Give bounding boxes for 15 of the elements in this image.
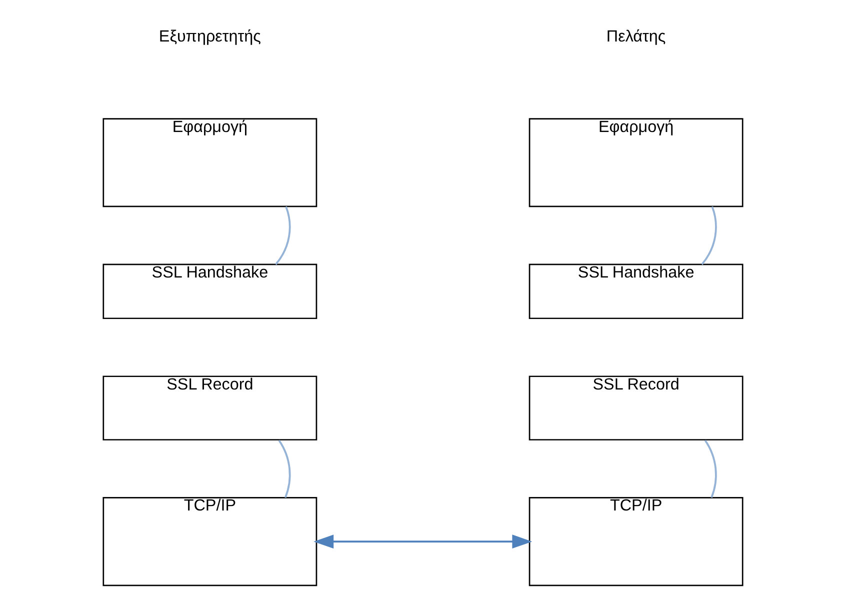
arrow	[313, 534, 532, 549]
connector	[274, 206, 290, 265]
label: Πελάτης	[606, 27, 666, 46]
label: Εξυπηρετητής	[158, 27, 260, 46]
node-box: Εφαρμογή	[528, 118, 743, 208]
node-box: SSL Handshake	[102, 264, 317, 320]
node-box: Εφαρμογή	[102, 118, 317, 208]
node-box: SSL Handshake	[528, 264, 743, 320]
node-box: SSL Record	[528, 376, 743, 440]
node-box: SSL Record	[102, 376, 317, 440]
connector	[700, 206, 716, 265]
node-box: TCP/IP	[102, 497, 317, 586]
connector	[704, 440, 716, 498]
connector	[278, 440, 290, 498]
node-box: TCP/IP	[528, 497, 743, 586]
